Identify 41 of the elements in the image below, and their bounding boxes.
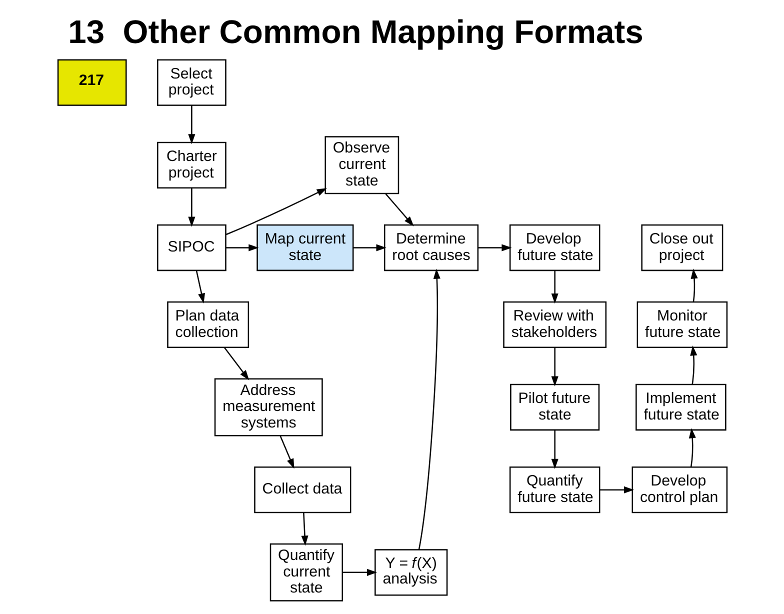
node-box: Determine root causes: [384, 224, 478, 272]
arrow: [550, 430, 558, 469]
arrow: [225, 244, 258, 252]
node-box: SIPOC: [156, 224, 226, 272]
node-box: Plan data collection: [166, 301, 249, 348]
node-box: Develop future state: [508, 224, 600, 272]
arrow: [550, 270, 558, 304]
arrow: [550, 347, 558, 386]
node-box: Address measurement systems: [214, 378, 322, 436]
arrow: [223, 347, 249, 380]
arrow: [599, 486, 634, 494]
node-box: Observe current state: [324, 136, 399, 194]
arrow: [188, 105, 195, 144]
arrow: [279, 436, 294, 469]
node-box: Quantify future state: [508, 466, 600, 514]
node-box: Pilot future state: [510, 384, 600, 431]
node-box: Charter project: [156, 142, 226, 188]
arrow: [384, 194, 414, 226]
node-box: Collect data: [254, 466, 351, 514]
diagram-title: 13 Other Common Mapping Formats: [68, 13, 643, 50]
arrow: [418, 268, 440, 550]
node-box: Y = f(X) analysis: [374, 549, 448, 596]
node-box: Develop control plan: [631, 466, 728, 514]
arrow: [352, 244, 386, 252]
arrow: [688, 428, 696, 468]
arrow: [690, 268, 698, 302]
node-box: Review with stakeholders: [502, 301, 606, 348]
arrow: [342, 568, 377, 576]
node-box: Close out project: [640, 224, 723, 272]
arrow: [478, 244, 512, 252]
arrow: [300, 512, 308, 546]
node-box: Monitor future state: [636, 301, 728, 348]
arrow: [188, 188, 195, 227]
arrow: [690, 345, 697, 385]
node-box: Quantify current state: [269, 543, 342, 602]
node-box: Select project: [156, 59, 226, 106]
node-box: Map current state: [256, 224, 354, 272]
node-box: Implement future state: [635, 384, 726, 431]
arrow: [195, 270, 204, 304]
arrow: [225, 188, 326, 236]
node-box: 217: [56, 59, 126, 106]
